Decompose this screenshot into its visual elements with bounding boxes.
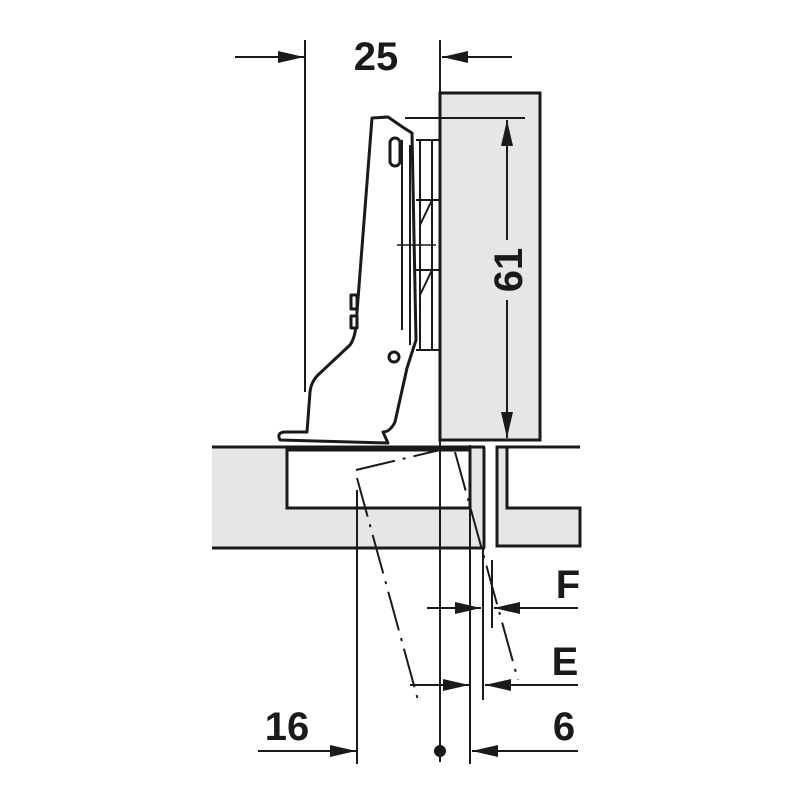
pivot-point (434, 745, 446, 757)
door-panel (438, 91, 542, 442)
cabinet-side (212, 445, 486, 550)
dimension-e-label: E (552, 640, 579, 684)
dimension-f-label: F (556, 563, 580, 607)
hinge-arm (277, 115, 440, 445)
adjacent-panel (495, 445, 582, 548)
dimension-arrows (235, 51, 578, 757)
swing-path-lines (355, 449, 519, 701)
dimension-25-label: 25 (354, 35, 399, 79)
dimension-61-label: 61 (487, 248, 531, 293)
dimension-6-label: 6 (553, 705, 575, 749)
dimension-16-label: 16 (265, 705, 310, 749)
